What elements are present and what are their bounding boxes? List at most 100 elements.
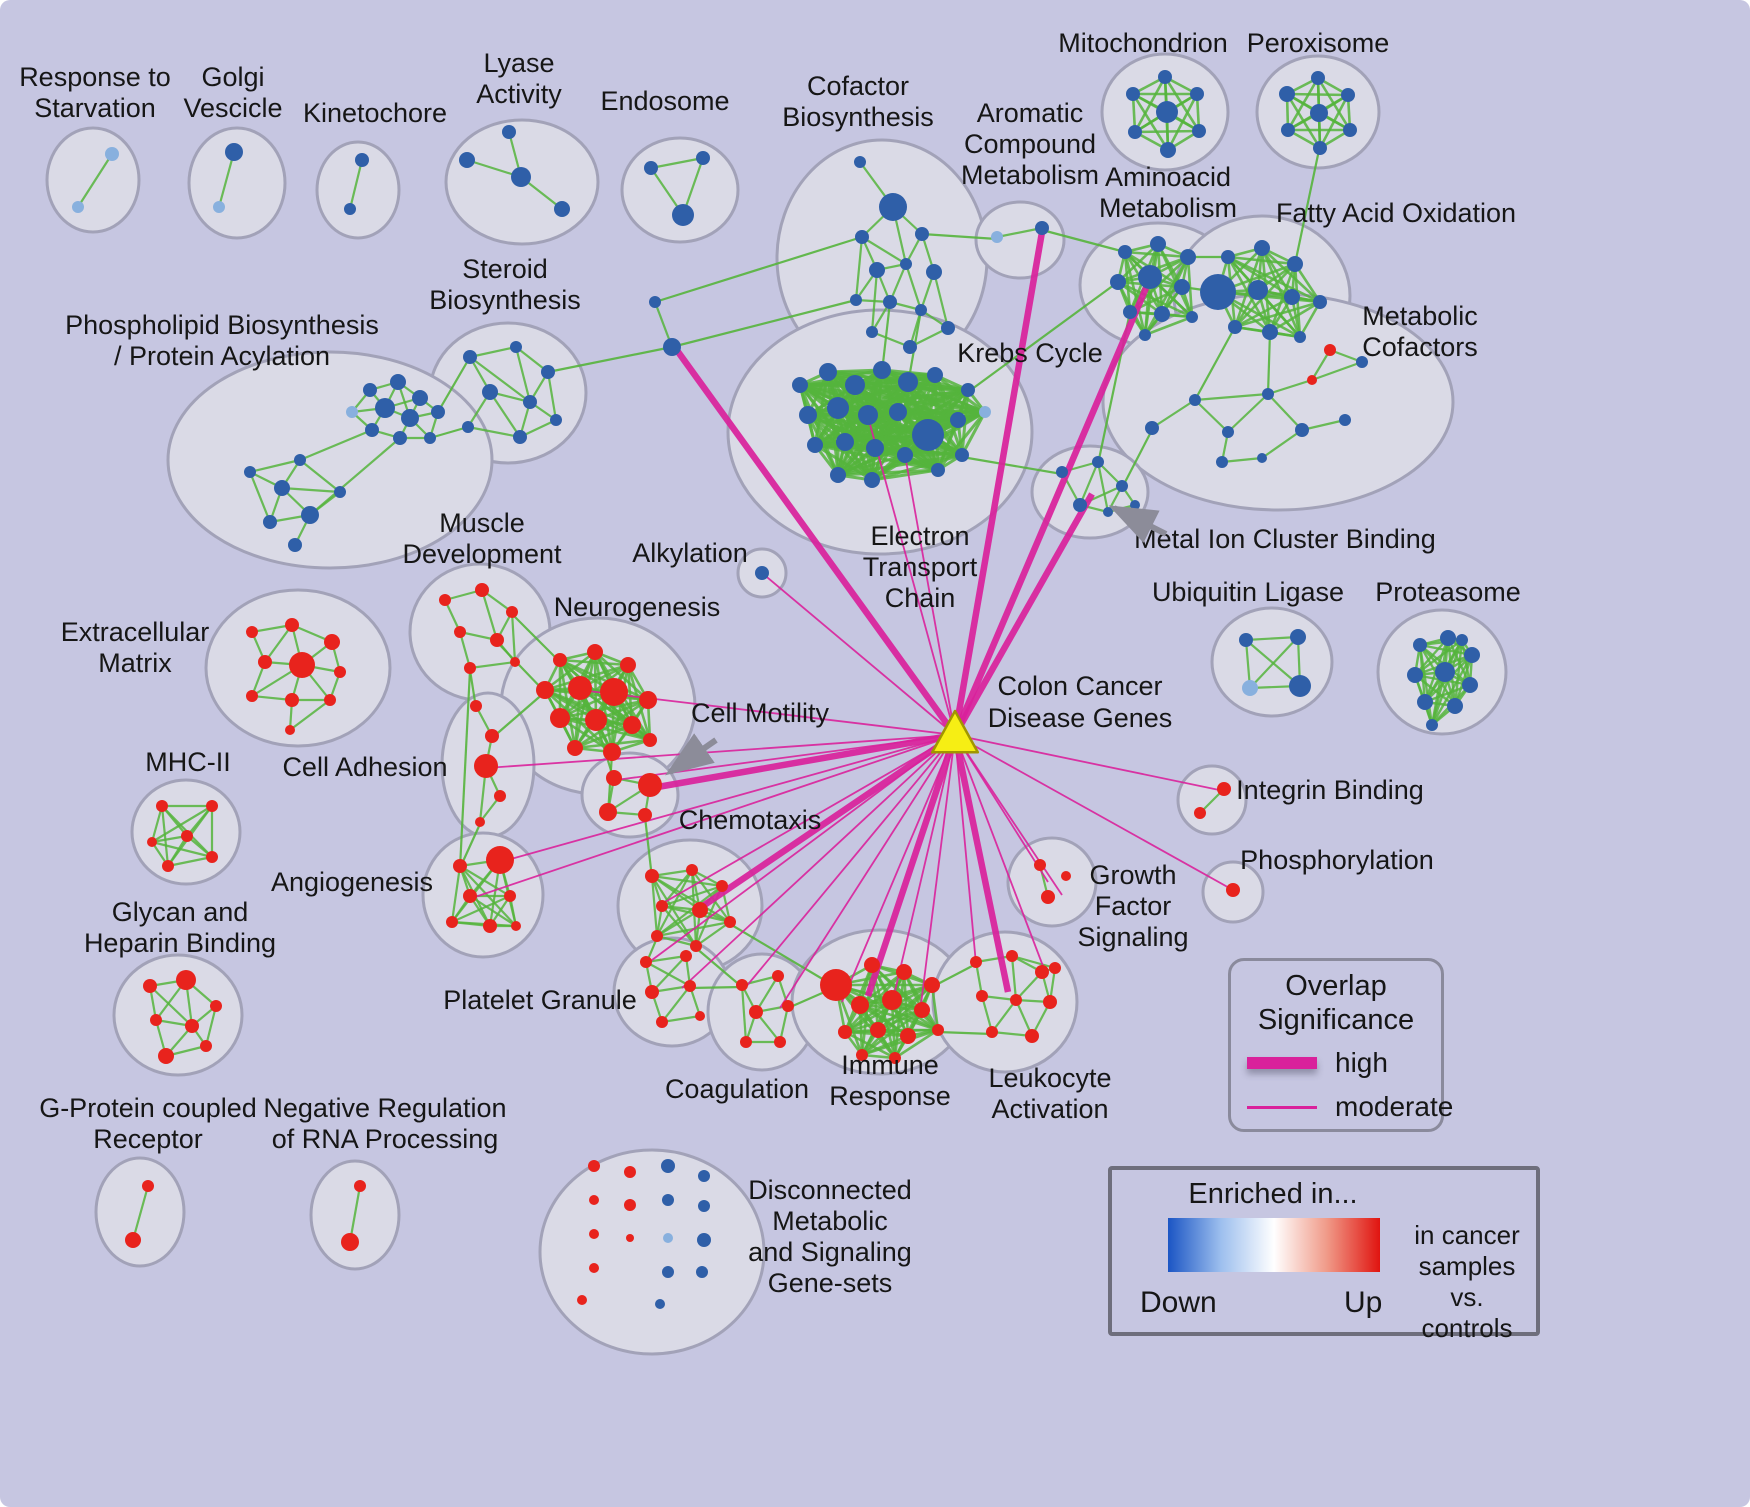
- gene-set-node: [334, 666, 346, 678]
- gene-set-node: [462, 421, 474, 433]
- gene-set-node: [866, 439, 884, 457]
- cluster-label-kinetochore: Kinetochore: [303, 98, 447, 128]
- gene-set-edge: [1011, 954, 1056, 970]
- gene-set-node: [463, 350, 477, 364]
- gene-set-node: [301, 506, 319, 524]
- gene-set-node: [1110, 274, 1126, 290]
- inter-cluster-edge: [643, 816, 654, 879]
- gene-set-node: [147, 837, 157, 847]
- gene-set-node: [1239, 633, 1253, 647]
- gene-set-edge: [1078, 461, 1100, 506]
- gene-set-node: [246, 690, 258, 702]
- gene-set-node: [210, 1000, 222, 1012]
- gene-set-node: [680, 950, 692, 962]
- gene-set-node: [820, 969, 852, 1001]
- inter-cluster-edge: [429, 425, 469, 440]
- gene-set-edge: [348, 1185, 362, 1243]
- gene-set-edge: [149, 985, 193, 1027]
- gene-set-node: [1307, 375, 1317, 385]
- gene-set-node: [1221, 250, 1235, 264]
- gene-set-edge: [1227, 393, 1269, 433]
- gene-set-edge: [559, 698, 649, 720]
- gene-set-edge: [151, 840, 213, 859]
- moderate-significance-line-swatch: [1247, 1105, 1317, 1109]
- gene-set-edge: [695, 921, 731, 947]
- inter-cluster-edge: [961, 455, 1063, 476]
- overlap-edge-moderate: [657, 734, 956, 907]
- gene-set-edge: [1245, 635, 1299, 642]
- gene-set-node: [288, 538, 302, 552]
- colon-cancer-hub-triangle: [930, 709, 980, 754]
- gene-set-node: [567, 740, 583, 756]
- legend-overlap-title: Overlap Significance: [1231, 969, 1441, 1037]
- gene-set-node: [976, 990, 988, 1002]
- inter-cluster-edge: [491, 691, 546, 739]
- gene-set-node: [896, 964, 912, 980]
- gene-set-node: [1262, 324, 1278, 340]
- gene-set-node: [898, 372, 918, 392]
- overlap-edge-moderate: [904, 454, 956, 736]
- gene-set-node: [1043, 995, 1057, 1009]
- gene-set-edge: [1096, 461, 1110, 513]
- gene-set-node: [1216, 456, 1228, 468]
- gene-set-node: [1257, 453, 1267, 463]
- gene-set-edge: [859, 970, 905, 1007]
- gene-set-node: [882, 990, 902, 1010]
- gene-set-node: [1217, 782, 1231, 796]
- gene-set-node: [927, 367, 943, 383]
- inter-cluster-edge: [437, 356, 471, 413]
- gene-set-node: [244, 466, 256, 478]
- gene-set-node: [645, 869, 659, 883]
- gene-set-edge: [661, 985, 691, 1023]
- gene-set-node: [979, 406, 991, 418]
- gene-set-node: [684, 980, 696, 992]
- gene-set-node: [686, 864, 698, 876]
- gene-set-edge: [546, 371, 558, 421]
- cluster-ellipse-endosome: [620, 136, 740, 244]
- gene-set-edge: [837, 388, 969, 477]
- gene-set-edge: [544, 688, 649, 702]
- inter-cluster-edge: [1266, 331, 1272, 395]
- gene-set-edge: [1453, 639, 1464, 707]
- overlap-edge-moderate: [954, 734, 1234, 891]
- gene-set-node: [1145, 421, 1159, 435]
- overlap-edge-moderate: [954, 734, 1047, 975]
- gene-set-node: [807, 437, 823, 453]
- side-note-line3: vs. controls: [1421, 1282, 1513, 1343]
- gene-set-node: [588, 1160, 600, 1172]
- cluster-ellipse-response-to-starvation: [45, 126, 141, 234]
- gene-set-edge: [936, 389, 970, 471]
- cluster-ellipse-growth-factor-signaling: [1006, 836, 1098, 928]
- gene-set-node: [889, 1052, 901, 1064]
- gene-set-edge: [1267, 393, 1303, 431]
- gene-set-edge: [960, 411, 987, 456]
- gene-set-node: [589, 1229, 599, 1239]
- gene-set-edge: [1286, 92, 1349, 97]
- gene-set-edge: [1151, 399, 1196, 429]
- gene-set-edge: [510, 611, 517, 663]
- gene-set-edge: [1244, 639, 1252, 689]
- gene-set-node: [626, 1234, 634, 1242]
- cluster-label-neurogenesis: Neurogenesis: [554, 592, 721, 622]
- gene-set-edge: [544, 663, 629, 692]
- gene-set-edge: [1430, 639, 1464, 726]
- gene-set-node: [346, 406, 358, 418]
- gene-set-node: [782, 1000, 794, 1012]
- gene-set-node: [285, 693, 299, 707]
- gene-set-edge: [1194, 399, 1229, 433]
- gene-set-node: [606, 770, 622, 786]
- gene-set-node: [851, 996, 869, 1014]
- gene-set-node: [1123, 305, 1137, 319]
- gene-set-node: [1456, 634, 1468, 646]
- gene-set-node: [1035, 965, 1049, 979]
- cluster-ellipse-aromatic-compound-metabolism: [974, 200, 1066, 280]
- overlap-edge-moderate: [499, 734, 956, 863]
- gene-set-edge: [837, 388, 969, 410]
- nodes-layer: [72, 70, 1480, 1309]
- overlap-edge-high: [673, 347, 958, 737]
